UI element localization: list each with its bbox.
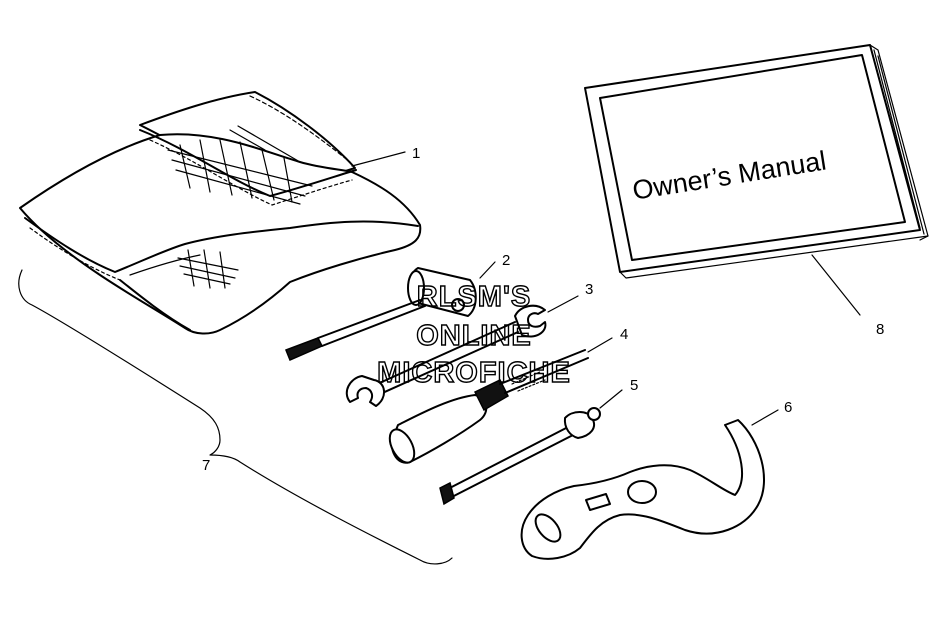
bracket-7 <box>18 269 453 565</box>
extension-bar-icon <box>439 389 623 506</box>
callout-8: 8 <box>876 321 884 338</box>
screwdriver-icon <box>388 337 613 464</box>
callout-3: 3 <box>585 281 593 298</box>
watermark-line-1: RLSM'S <box>417 281 531 313</box>
watermark: RLSM'S ONLINE MICROFICHE <box>376 280 571 389</box>
spark-plug-wrench-icon <box>285 261 496 361</box>
callout-4: 4 <box>620 326 628 343</box>
callout-2: 2 <box>502 252 510 269</box>
tool-pouch-icon <box>19 91 422 335</box>
callout-5: 5 <box>630 377 638 394</box>
callout-1: 1 <box>412 145 420 162</box>
spanner-hook-icon <box>520 409 779 560</box>
callout-labels: 1 2 3 4 5 6 7 8 <box>202 145 884 474</box>
callout-7: 7 <box>202 457 210 474</box>
callout-6: 6 <box>784 399 792 416</box>
watermark-line-2: ONLINE <box>416 320 532 352</box>
watermark-line-3: MICROFICHE <box>377 357 571 389</box>
owners-manual-icon: Owner’s Manual <box>584 44 929 316</box>
open-end-wrench-icon <box>345 295 579 407</box>
